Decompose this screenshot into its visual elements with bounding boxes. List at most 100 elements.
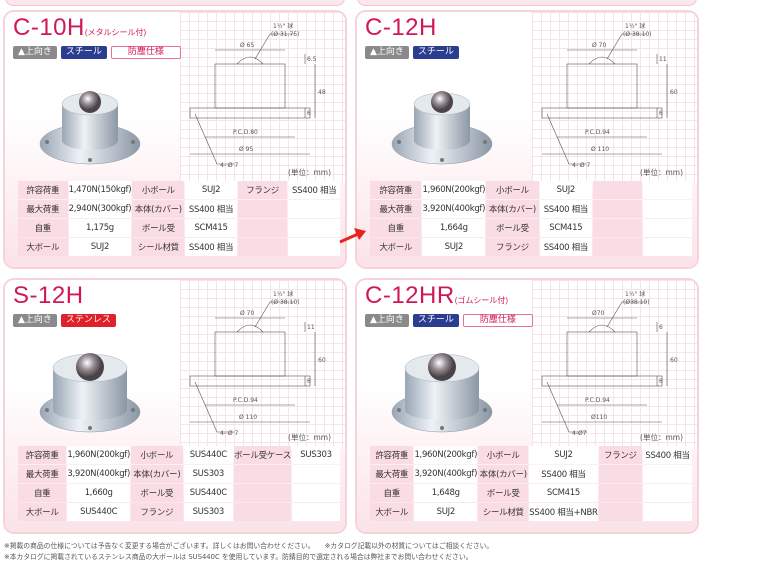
drawing-body — [566, 331, 638, 377]
top-height-label: 11 — [659, 56, 667, 63]
spec-value: SUS303 — [183, 503, 233, 521]
dimension-drawing: 1½" 球 (Ø38.10) Ø70 6 60 6 P.C.D.94 Ø110 … — [541, 290, 678, 437]
spec-label — [593, 200, 642, 218]
spec-label: ボール受 — [132, 219, 185, 237]
spec-value — [642, 181, 692, 199]
badge-direction: ▲上向き — [365, 314, 409, 327]
spec-value: SS400 相当 — [529, 465, 598, 483]
spec-value: SUS440C — [67, 503, 131, 521]
model-title: C-12H — [365, 14, 437, 42]
model-title: S-12H — [13, 282, 84, 310]
spec-value: SUJ2 — [68, 238, 132, 256]
model-note: (メタルシール付) — [84, 28, 147, 37]
spec-value: 2,940N(300kgf) — [68, 200, 132, 218]
spec-value: 1,960N(200kgf) — [414, 446, 477, 464]
spec-value: 1,470N(150kgf) — [68, 181, 132, 199]
spec-label: フランジ — [131, 503, 183, 521]
spec-value: 1,960N(200kgf) — [422, 181, 485, 199]
product-photo — [39, 353, 141, 433]
spec-value: 3,920N(400kgf) — [422, 200, 485, 218]
spec-label: 本体(カバー) — [132, 200, 185, 218]
spec-label — [233, 465, 291, 483]
spec-label: 小ボール — [486, 181, 539, 199]
spec-label — [598, 484, 643, 502]
spec-label: フランジ — [486, 238, 539, 256]
spec-value — [291, 465, 340, 483]
spec-value: SS400 相当 — [185, 238, 237, 256]
drawing-grid — [180, 280, 345, 450]
flange-thickness-label: 6 — [659, 110, 663, 117]
top-height-label: 11 — [307, 324, 315, 331]
spec-label: 本体(カバー) — [478, 465, 529, 483]
badge-dustproof: 防塵仕様 — [110, 46, 181, 59]
badge-row: ▲上向きスチール防塵仕様 — [365, 314, 533, 327]
drawing-body — [214, 63, 286, 109]
model-name: C-12HR — [365, 282, 455, 309]
spec-label: 最大荷重 — [370, 465, 414, 483]
spec-value: SUJ2 — [529, 446, 598, 464]
holes-label: 4- Ø 7 — [220, 162, 239, 169]
total-height-label: 60 — [670, 357, 678, 364]
spec-value: SUJ2 — [422, 238, 486, 256]
spec-label: 自重 — [18, 484, 67, 502]
spec-value: 3,920N(400kgf) — [414, 465, 477, 483]
spec-label: 自重 — [370, 219, 422, 237]
badge-direction: ▲上向き — [13, 46, 57, 59]
spec-label — [237, 200, 288, 218]
total-height-label: 48 — [318, 89, 326, 96]
spec-label: 小ボール — [131, 446, 183, 464]
holes-label: 4-Ø7 — [572, 430, 587, 437]
spec-value — [291, 484, 340, 502]
pcd-label: P.C.D.94 — [233, 397, 258, 404]
unit-label: (単位：mm) — [640, 168, 683, 177]
badge-row: ▲上向きスチール防塵仕様 — [13, 46, 181, 59]
model-name: C-10H — [13, 14, 85, 41]
product-photo — [391, 353, 493, 433]
spec-value: SUS303 — [183, 465, 233, 483]
dimension-drawing: 1½" 球 (Ø 31.75) Ø 65 6.5 48 6 P.C.D.80 Ø… — [189, 22, 326, 169]
body-diameter-label: Ø 70 — [592, 42, 606, 49]
ball-size-label: 1½" 球 — [273, 290, 293, 298]
spec-label: 小ボール — [132, 181, 185, 199]
spec-label — [598, 465, 643, 483]
spec-label: 自重 — [370, 484, 414, 502]
spec-label: 最大荷重 — [18, 200, 68, 218]
total-height-label: 60 — [318, 357, 326, 364]
dimension-drawing: 1½" 球 (Ø 38.10) Ø 70 11 60 6 P.C.D.94 Ø … — [189, 290, 326, 437]
unit-label: (単位：mm) — [288, 168, 331, 177]
spec-label: シール材質 — [132, 238, 185, 256]
spec-value: 1,175g — [68, 219, 132, 237]
spec-label — [593, 181, 642, 199]
spec-label: 最大荷重 — [18, 465, 67, 483]
model-name: S-12H — [13, 282, 84, 309]
ball-diameter-label: (Ø 38.10) — [623, 31, 652, 38]
flange-thickness-label: 6 — [307, 110, 311, 117]
pcd-label: P.C.D.80 — [233, 129, 258, 136]
spec-label — [598, 503, 643, 521]
product-card-c-12hr: C-12HR(ゴムシール付) ▲上向きスチール防塵仕様 1½" 球 (Ø38.1… — [357, 280, 697, 532]
ball-diameter-label: (Ø 31.75) — [271, 31, 300, 38]
ball-size-label: 1½" 球 — [625, 22, 645, 30]
model-title: C-12HR(ゴムシール付) — [365, 282, 508, 310]
spec-value — [288, 200, 340, 218]
spec-value — [291, 503, 340, 521]
drawing-grid — [180, 12, 345, 182]
spec-label: 自重 — [18, 219, 68, 237]
ball-size-label: 1½" 球 — [273, 22, 293, 30]
badge-material: ステンレス — [60, 314, 116, 327]
body-diameter-label: Ø 65 — [240, 42, 254, 49]
top-height-label: 6.5 — [307, 56, 317, 63]
top-height-label: 6 — [659, 324, 663, 331]
spec-label: フランジ — [237, 181, 288, 199]
flange-diameter-label: Ø 95 — [239, 146, 253, 153]
